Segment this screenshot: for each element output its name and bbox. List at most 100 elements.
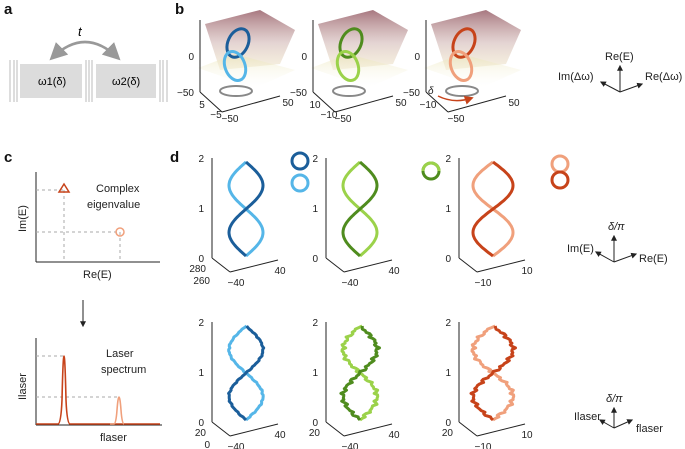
d1-axis-up-label: δ/π: [608, 221, 625, 233]
d-y-tick: 20: [442, 428, 454, 439]
d-x-tick: −40: [342, 278, 359, 289]
d-x-axis: [343, 259, 393, 273]
d1-axis-right-label: Re(E): [639, 253, 668, 265]
d-z-tick: 0: [198, 418, 204, 429]
b-y-tick: −10: [420, 100, 437, 111]
d-x-axis: [343, 423, 393, 437]
d-braid-dark: [227, 160, 265, 258]
d-braid-dark: [341, 160, 379, 258]
b-y-tick: 5: [199, 100, 205, 111]
b-delta-arrow: [437, 95, 474, 105]
laser-peak-1: [36, 355, 160, 425]
d-z-tick: 2: [198, 154, 204, 165]
coupling-label: t: [78, 24, 83, 39]
d-z-tick: 2: [445, 318, 451, 329]
b-z-tick: 0: [414, 52, 420, 63]
d-y-tick: 20: [309, 428, 321, 439]
coupling-arrow: [49, 40, 121, 61]
axis-left-label: Im(Δω): [558, 71, 593, 83]
resonator-1-label: ω1(δ): [38, 76, 66, 88]
b-loop-dark: [225, 27, 251, 59]
panel-d: d 210280260−4040210−4040210−1010210200−4…: [170, 149, 668, 449]
panel-b: b 0−505−5−50500−5010−10−50500−50−10−5050…: [175, 1, 682, 125]
d-z-tick: 0: [312, 254, 318, 265]
ring-icon-light-green: [421, 161, 441, 172]
d-x-tick: −10: [475, 278, 492, 289]
ring-icon-light-orange: [550, 154, 570, 174]
d-z-tick: 2: [445, 154, 451, 165]
panel-a: a t ω1(δ) ω2(δ): [4, 1, 168, 102]
d-z-tick: 0: [198, 254, 204, 265]
ring-icon-dark-orange: [550, 170, 570, 190]
d-x-tick: 40: [388, 430, 400, 441]
axis-right-label: Re(Δω): [645, 71, 682, 83]
panel-a-label: a: [4, 1, 13, 18]
d-z-tick: 1: [198, 204, 204, 215]
c-top-text-2: eigenvalue: [87, 199, 140, 211]
c-bottom-ylabel: Ilaser: [17, 373, 29, 400]
b-z-tick: 0: [301, 52, 307, 63]
d-braid-dark: [471, 160, 515, 258]
d-x-tick: −40: [228, 278, 245, 289]
d-z-tick: 2: [312, 318, 318, 329]
ring-icon-light-blue: [290, 173, 310, 193]
c-bottom-text-2: spectrum: [101, 364, 146, 376]
d1-axis-left-label: Im(E): [567, 243, 594, 255]
eigenvalue-circle-marker: [115, 227, 125, 237]
b-y-tick: 10: [309, 100, 321, 111]
d-y-tick: 0: [204, 440, 210, 449]
b-y-tick: −10: [321, 110, 338, 121]
laser-peak-2: [110, 396, 125, 425]
d-y-tick: 280: [189, 264, 206, 275]
c-top-xlabel: Re(E): [83, 269, 112, 281]
b-x-axis: [334, 95, 394, 113]
d-x-tick: −40: [228, 442, 245, 449]
d-braid-dark: [469, 325, 517, 422]
d-z-tick: 2: [312, 154, 318, 165]
b-x-axis: [447, 95, 507, 113]
d2-axis-up-label: δ/π: [606, 393, 623, 405]
d-y-axis: [211, 421, 231, 437]
b-z-tick: −50: [177, 88, 194, 99]
d-y-axis: [325, 421, 345, 437]
d-y-axis: [458, 257, 478, 273]
d-x-tick: −10: [475, 442, 492, 449]
b-loop-light: [335, 49, 361, 83]
b-x-tick: −50: [448, 114, 465, 125]
d-z-tick: 1: [445, 204, 451, 215]
d-y-axis: [211, 257, 231, 273]
b-y-axis: [312, 91, 336, 113]
d-x-tick: 40: [388, 266, 400, 277]
b-x-tick: −50: [335, 114, 352, 125]
b-x-axis: [221, 95, 281, 113]
axes-legend-d1: δ/π Im(E) Re(E): [567, 221, 668, 265]
d-z-tick: 1: [198, 368, 204, 379]
resonator-2-label: ω2(δ): [112, 76, 140, 88]
d-x-tick: 10: [521, 266, 533, 277]
b-loop-light: [222, 49, 248, 83]
d-z-tick: 1: [445, 368, 451, 379]
b-loop-light: [448, 49, 474, 83]
c-bottom-xlabel: flaser: [100, 432, 127, 444]
d2-axis-left-label: Ilaser: [574, 411, 601, 423]
ring-icon-dark-blue: [290, 151, 310, 171]
axis-up-label: Re(E): [605, 51, 634, 63]
axis-left-arrow: [599, 81, 621, 93]
b-z-tick: −50: [290, 88, 307, 99]
panel-c: c Im(E) Re(E) Complex eigenvalue Ilaser …: [4, 149, 162, 444]
d-y-tick: 20: [195, 428, 207, 439]
b-z-tick: −50: [403, 88, 420, 99]
b-projection-loop: [445, 85, 479, 97]
b-x-tick: 50: [395, 98, 407, 109]
d-x-axis: [229, 259, 279, 273]
d-z-tick: 2: [198, 318, 204, 329]
d-z-tick: 1: [312, 204, 318, 215]
axis-right-arrow: [619, 82, 644, 93]
b-delta-annotation: δ: [428, 86, 434, 97]
